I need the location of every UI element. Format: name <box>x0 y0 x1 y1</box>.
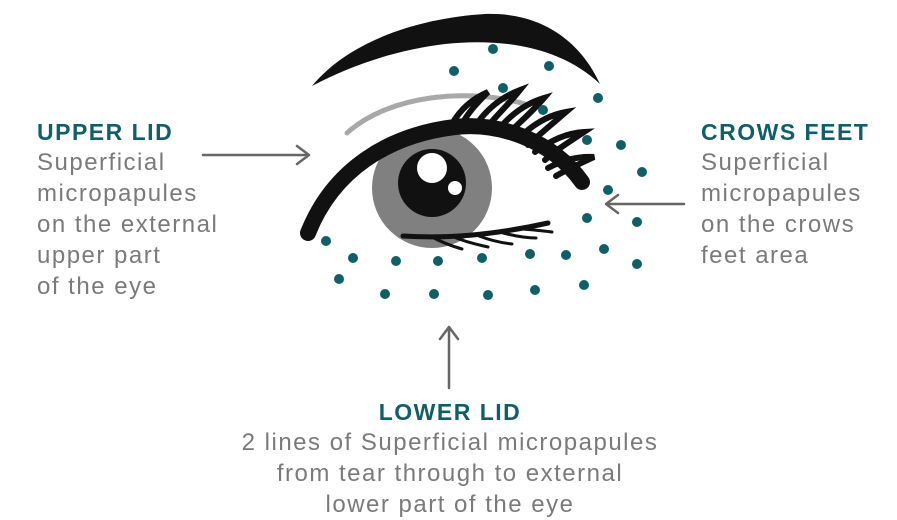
micropapule-dot <box>538 105 548 115</box>
lower-lid-arrow <box>440 327 458 388</box>
upper-lid-arrow <box>203 146 309 164</box>
micropapule-dot <box>477 253 487 263</box>
micropapule-dot <box>391 256 401 266</box>
micropapule-dot <box>348 253 358 263</box>
micropapule-dot <box>334 274 344 284</box>
upper-lid-label-block: UPPER LID Superficial micropapules on th… <box>37 118 218 302</box>
upper-lid-line-4: upper part <box>37 240 218 271</box>
upper-lid-line-2: micropapules <box>37 178 218 209</box>
upper-lid-line-3: on the external <box>37 209 218 240</box>
micropapule-dot <box>321 236 331 246</box>
micropapule-dot <box>582 213 592 223</box>
micropapule-dot <box>525 249 535 259</box>
micropapule-dot <box>632 259 642 269</box>
micropapule-dot <box>530 285 540 295</box>
crows-feet-line-4: feet area <box>701 240 869 271</box>
crows-feet-arrow <box>606 195 684 213</box>
micropapule-dot <box>433 256 443 266</box>
micropapule-dot <box>498 83 508 93</box>
micropapule-dot <box>582 135 592 145</box>
pupil-highlight-small <box>448 181 462 195</box>
micropapule-dot <box>483 290 493 300</box>
micropapule-dot <box>429 289 439 299</box>
crows-feet-line-1: Superficial <box>701 147 869 178</box>
micropapule-dot <box>637 167 647 177</box>
crows-feet-title: CROWS FEET <box>701 118 869 146</box>
micropapule-dot <box>632 217 642 227</box>
micropapule-dot <box>380 289 390 299</box>
micropapule-dot <box>488 44 498 54</box>
micropapule-dot <box>616 140 626 150</box>
crows-feet-line-3: on the crows <box>701 209 869 240</box>
lower-lid-line-2: from tear through to external <box>210 458 690 489</box>
upper-lid-line-1: Superficial <box>37 147 218 178</box>
micropapule-dot <box>603 185 613 195</box>
micropapule-dot <box>449 66 459 76</box>
micropapule-dot <box>593 93 603 103</box>
lower-lid-label-block: LOWER LID 2 lines of Superficial micropa… <box>210 398 690 520</box>
micropapule-dot <box>599 244 609 254</box>
crows-feet-label-block: CROWS FEET Superficial micropapules on t… <box>701 118 869 271</box>
micropapule-dot <box>579 280 589 290</box>
pupil-highlight-large <box>417 153 447 183</box>
micropapule-dot <box>561 250 571 260</box>
upper-lid-line-5: of the eye <box>37 271 218 302</box>
crows-feet-line-2: micropapules <box>701 178 869 209</box>
upper-lid-title: UPPER LID <box>37 118 218 146</box>
lower-lid-title: LOWER LID <box>210 398 690 426</box>
micropapule-dot <box>544 61 554 71</box>
lower-lid-line-3: lower part of the eye <box>210 489 690 520</box>
lower-lid-line-1: 2 lines of Superficial micropapules <box>210 427 690 458</box>
